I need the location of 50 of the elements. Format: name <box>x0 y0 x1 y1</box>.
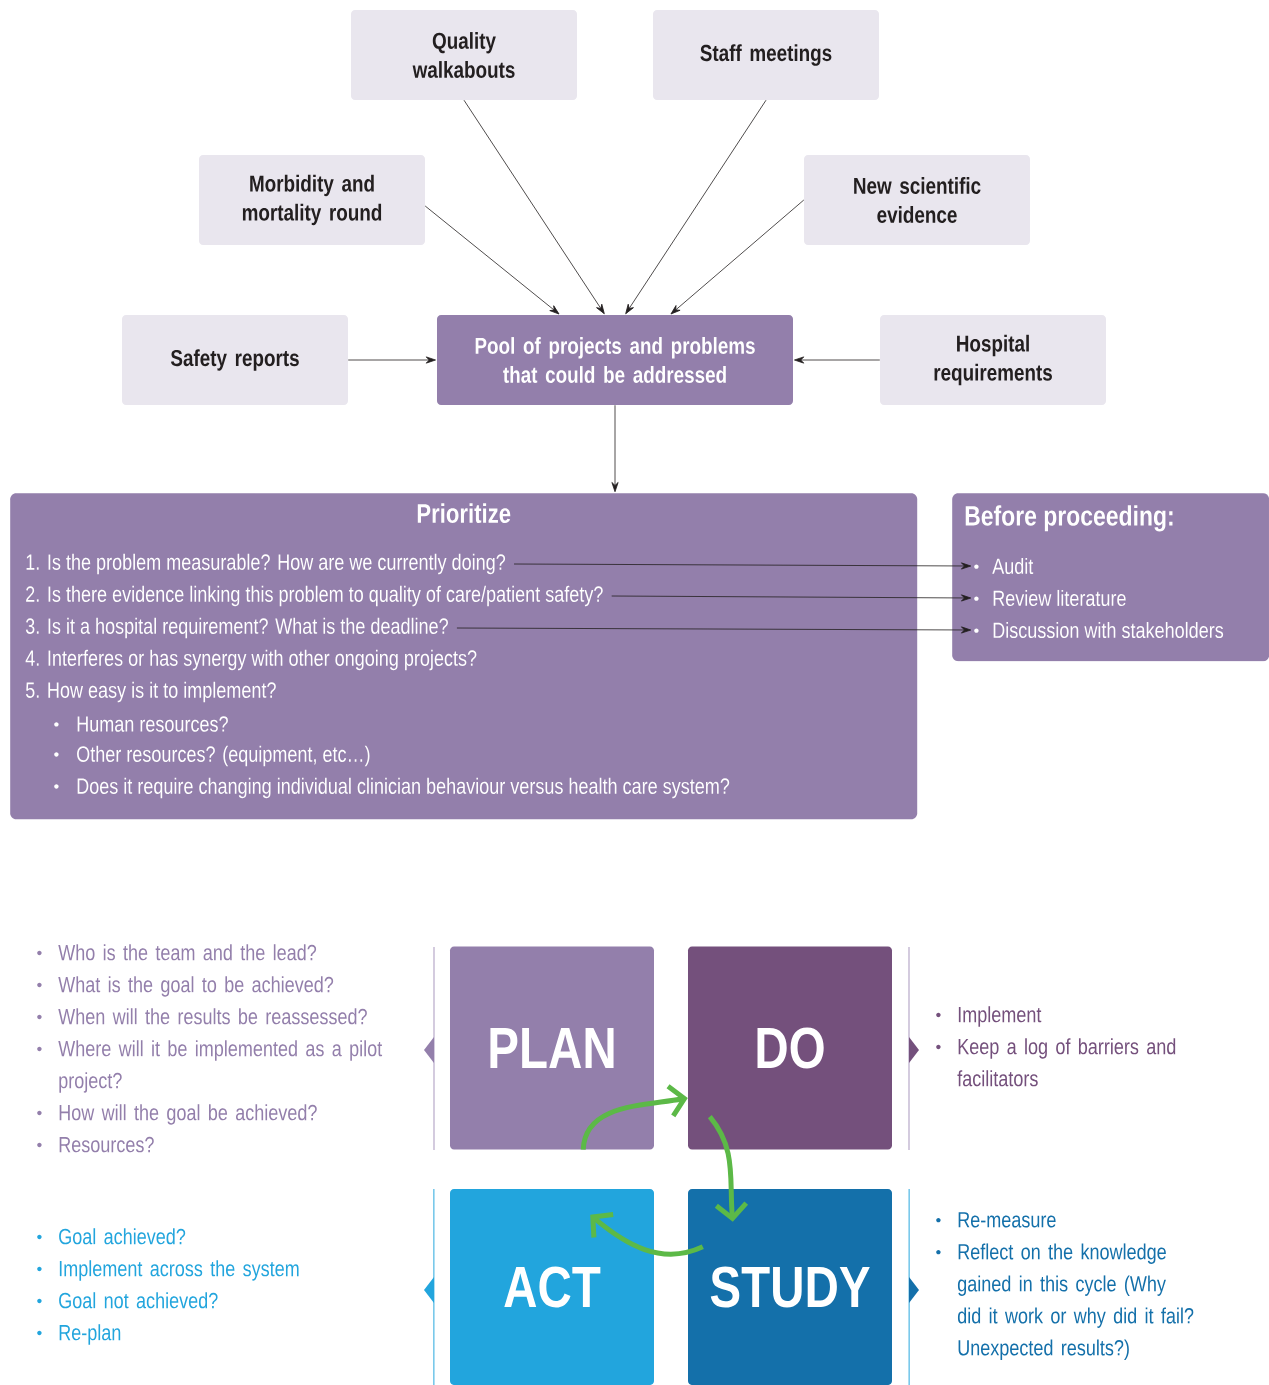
arrow <box>670 199 805 315</box>
cycle-arrow <box>580 1084 688 1151</box>
cycle-arrow <box>707 1115 749 1222</box>
cycle-arrow <box>590 1212 704 1257</box>
arrow <box>513 562 972 570</box>
node-label: What is the goal to be achieved? <box>58 976 334 997</box>
bullet-item: Does it require changing individual clinician behaviour versus health care system? <box>54 777 730 799</box>
question-text: 5. How easy is it to implement? <box>25 681 276 703</box>
source-box: Staff meetings <box>653 10 879 100</box>
node-label: How will the goal be achieved? <box>59 1104 317 1125</box>
pool-box: Pool of projects and problems that could be addressed <box>437 315 793 405</box>
node-label: Where will it be implemented as a pilot project? <box>58 1040 383 1093</box>
node-label: Implement across the system <box>59 1260 299 1281</box>
source-box: Quality walkabouts <box>351 10 577 100</box>
bullet-item: Human resources? <box>54 716 228 732</box>
arrow <box>794 356 881 364</box>
phase-box: ACT <box>450 1189 654 1385</box>
node-label: Who is the team and the lead? <box>58 944 317 961</box>
question-text: 3. Is it a hospital requirement? What is the deadline? <box>25 617 448 639</box>
node-label: Goal achieved? <box>59 1228 186 1245</box>
bullet-list: Re-measure Reflect on the knowledge gained in this cycle (Why did it work or why did it fail? Unexpected results?) <box>936 1212 1194 1360</box>
bullet-item: Other resources? (equipment, etc…) <box>54 745 370 767</box>
source-box: New scientific evidence <box>804 155 1030 245</box>
phase-box: STUDY <box>688 1189 892 1385</box>
bullet-list: Implement Keep a log of barriers and facilitators <box>936 1006 1176 1087</box>
node-label: Goal not achieved? <box>59 1292 218 1309</box>
bullet-list: Who is the team and the lead? What is the goal to be achieved? When will the results be reassessed? Where will it be implemented as a pilot project? How will the goal be achieved? Resources? <box>37 944 383 1153</box>
question-text: 1. Is the problem measurable? How are we currently doing? <box>26 553 506 575</box>
question-text: 4. Interferes or has synergy with other ongoing projects? <box>25 649 477 671</box>
phase-box: PLAN <box>450 946 654 1150</box>
source-box: Morbidity and mortality round <box>199 155 425 245</box>
arrow <box>611 594 972 602</box>
source-box: Hospital requirements <box>880 315 1106 405</box>
arrow <box>424 205 560 315</box>
question-text: 2. Is there evidence linking this problem to quality of care/patient safety? <box>26 585 603 607</box>
arrow <box>625 99 767 315</box>
phase-box: DO <box>688 946 892 1150</box>
source-box: Safety reports <box>122 315 348 405</box>
bullet-item: Review literature <box>974 589 1126 607</box>
bullet-item: Audit <box>974 557 1034 575</box>
bullet-list: Goal achieved? Implement across the system Goal not achieved? Re-plan <box>37 1228 299 1345</box>
arrow <box>347 356 436 364</box>
node-label: Re-plan <box>59 1324 121 1345</box>
bullet-item: Discussion with stakeholders <box>974 621 1224 639</box>
arrow <box>611 404 619 493</box>
arrow <box>463 99 605 315</box>
node-label: Resources? <box>59 1136 154 1153</box>
node-label: Audit <box>992 557 1034 575</box>
node-label: When will the results be reassessed? <box>58 1008 367 1025</box>
arrow <box>456 626 972 634</box>
